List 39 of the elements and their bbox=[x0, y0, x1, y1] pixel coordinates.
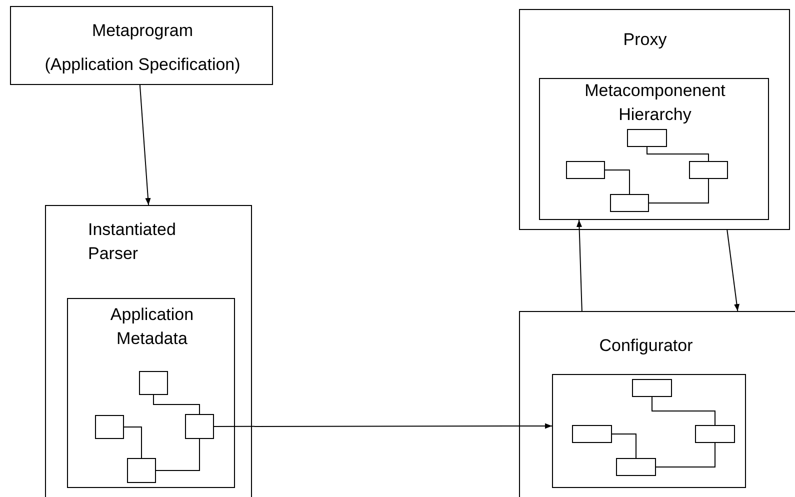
node-label: Metacomponenent Hierarchy bbox=[584, 80, 726, 126]
connector-line bbox=[656, 442, 716, 468]
connector-line bbox=[646, 146, 709, 162]
connector-line bbox=[652, 396, 716, 426]
component-box bbox=[127, 458, 156, 483]
container-box bbox=[539, 78, 769, 220]
component-box bbox=[572, 425, 612, 443]
node-label: Metaprogram bbox=[90, 20, 194, 42]
arrow bbox=[214, 423, 552, 429]
component-box bbox=[185, 414, 214, 439]
connector-line bbox=[612, 434, 636, 458]
node-label: Proxy bbox=[622, 29, 668, 51]
component-box bbox=[632, 379, 672, 397]
component-box bbox=[627, 129, 667, 147]
component-box bbox=[616, 458, 656, 476]
connector-line bbox=[124, 426, 142, 458]
connector-line bbox=[604, 170, 630, 194]
node-label: (Application Specification) bbox=[44, 54, 242, 76]
component-box bbox=[689, 161, 728, 179]
container-box bbox=[67, 298, 235, 488]
component-box bbox=[566, 161, 605, 179]
arrow bbox=[576, 220, 582, 312]
container-box bbox=[519, 9, 790, 230]
arrow bbox=[139, 84, 151, 206]
component-box bbox=[695, 425, 735, 443]
node-label: Application Metadata bbox=[109, 304, 195, 350]
connector-line bbox=[153, 394, 200, 414]
container-box bbox=[45, 205, 252, 497]
node-label: Configurator bbox=[598, 335, 694, 357]
arrow bbox=[726, 230, 740, 312]
container-box bbox=[519, 311, 795, 497]
connector-line bbox=[156, 438, 200, 471]
component-box bbox=[139, 371, 168, 395]
container-box bbox=[552, 374, 746, 488]
node-label: Instantiated Parser bbox=[88, 219, 177, 265]
component-box bbox=[95, 415, 124, 439]
container-box bbox=[10, 6, 273, 85]
component-box bbox=[610, 194, 649, 212]
connector-line bbox=[648, 178, 709, 204]
